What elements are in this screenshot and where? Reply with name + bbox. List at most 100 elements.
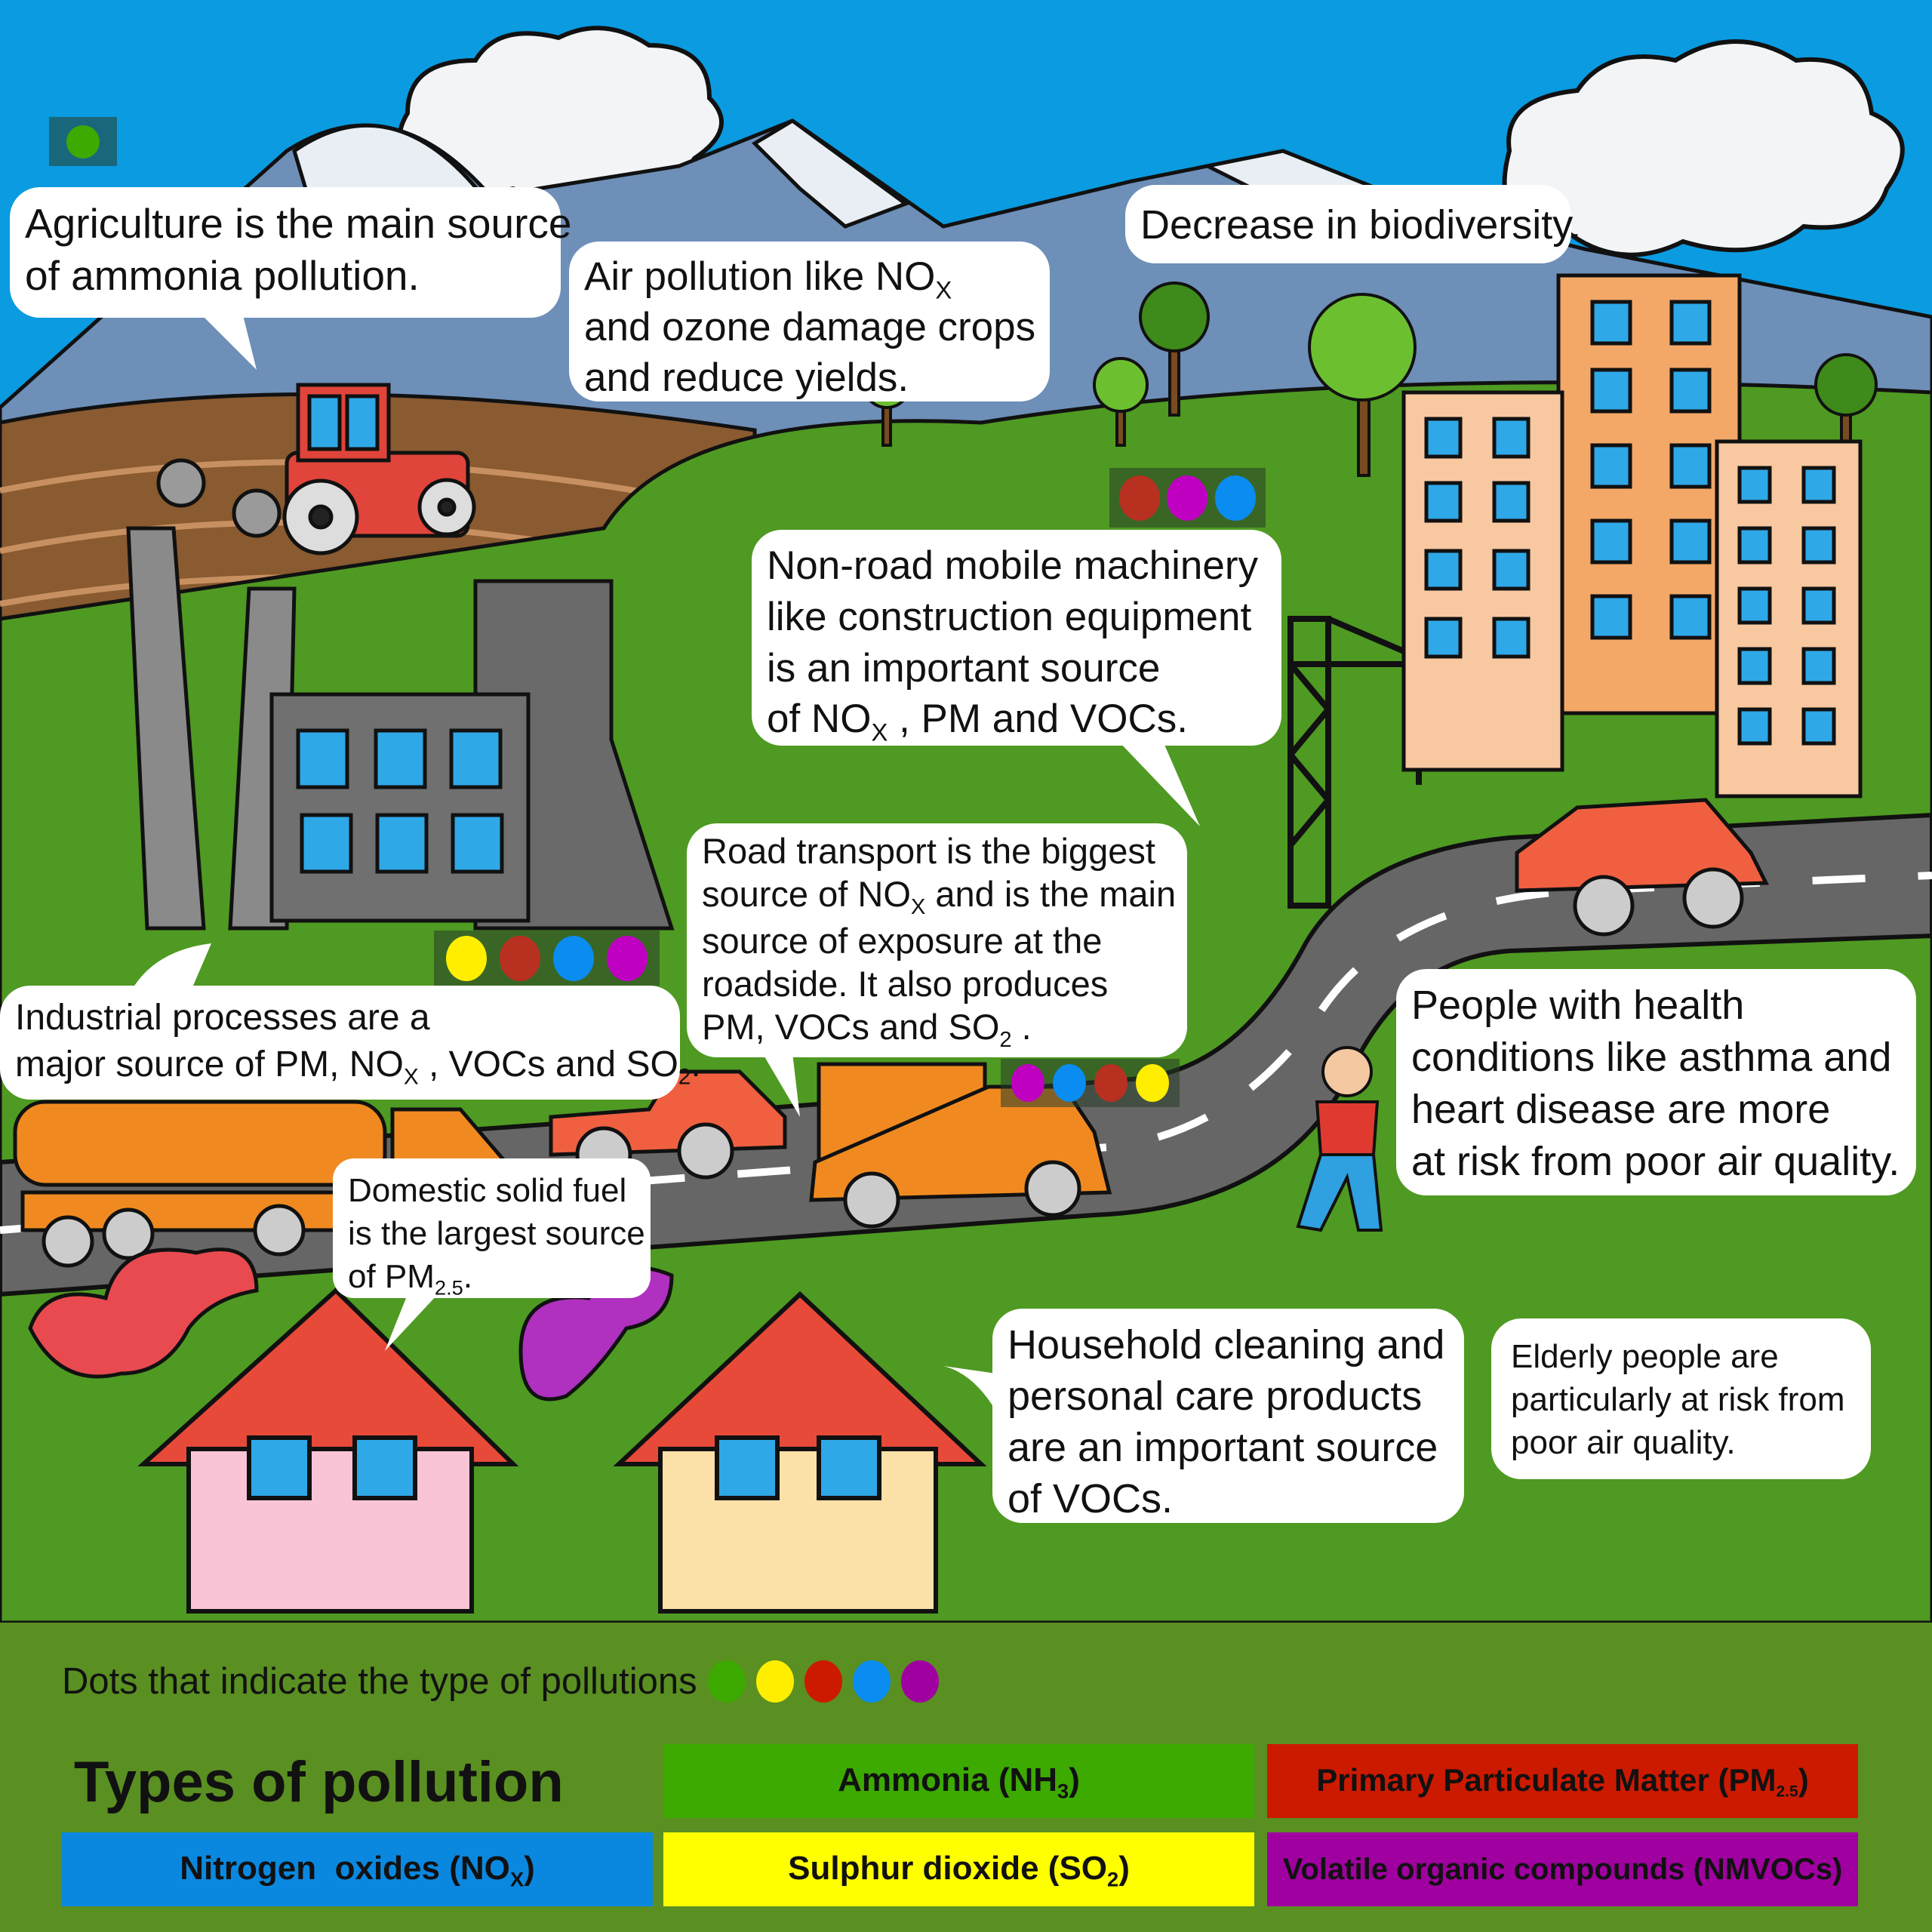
text: Air pollution like NO bbox=[584, 254, 936, 299]
legend-title: Types of pollution bbox=[74, 1750, 564, 1814]
bubble-text-line: Decrease in biodiversity. bbox=[1140, 202, 1582, 248]
text: and is the main bbox=[925, 874, 1177, 915]
text: ) bbox=[1118, 1849, 1130, 1887]
subscript: 2 bbox=[1107, 1867, 1119, 1891]
text: ) bbox=[1798, 1762, 1809, 1798]
pm-dot bbox=[1094, 1064, 1128, 1102]
subscript: 2.5 bbox=[434, 1275, 463, 1300]
so2-dot bbox=[755, 1660, 794, 1703]
subscript: 2.5 bbox=[1776, 1783, 1798, 1801]
bubble-text-line: Road transport is the biggest bbox=[702, 831, 1155, 871]
legend-item-ammonia: Ammonia (NH3) bbox=[663, 1744, 1254, 1818]
speech-bubble-health-conditions: People with health conditions like asthm… bbox=[1396, 969, 1916, 1195]
legend-item-label: Sulphur dioxide (SO2) bbox=[788, 1850, 1130, 1890]
legend-item-label: Primary Particulate Matter (PM2.5) bbox=[1316, 1762, 1808, 1799]
text: . bbox=[691, 1044, 701, 1085]
bubble-text-line: personal care products bbox=[1008, 1374, 1423, 1420]
legend-dots-row: Dots that indicate the type of pollution… bbox=[62, 1660, 939, 1703]
smoke-icon bbox=[28, 1247, 674, 1401]
subscript: X bbox=[403, 1064, 419, 1090]
speech-bubble-biodiversity: Decrease in biodiversity. bbox=[1125, 185, 1582, 263]
legend-item-label: Ammonia (NH3) bbox=[838, 1761, 1080, 1801]
pm-dot bbox=[1118, 475, 1160, 521]
person-icon bbox=[1296, 1046, 1383, 1232]
bubble-text-line: of NOX , PM and VOCs. bbox=[767, 694, 1266, 745]
apartment-buildings bbox=[1401, 273, 1863, 798]
bubble-text-line: is an important source bbox=[767, 645, 1161, 691]
legend-item-label: Nitrogen oxides (NOX) bbox=[180, 1850, 534, 1890]
cloud-icon bbox=[398, 26, 1905, 257]
bubble-text-line: heart disease are more bbox=[1411, 1087, 1831, 1133]
text: , PM and VOCs. bbox=[888, 697, 1188, 742]
text: Primary Particulate Matter (PM bbox=[1316, 1762, 1777, 1798]
legend-dots-label: Dots that indicate the type of pollution… bbox=[62, 1661, 697, 1702]
house-icon bbox=[137, 1287, 987, 1614]
nox-dot bbox=[1052, 1064, 1086, 1102]
bubble-text-line: Domestic solid fuel bbox=[348, 1172, 627, 1209]
voc-dot bbox=[1011, 1064, 1044, 1102]
text: Sulphur dioxide (SO bbox=[788, 1849, 1108, 1887]
subscript: X bbox=[509, 1867, 525, 1891]
so2-dot bbox=[446, 935, 488, 981]
text: PM, VOCs and SO bbox=[702, 1007, 1000, 1048]
bubble-text-line: Household cleaning and bbox=[1008, 1322, 1445, 1367]
subscript: X bbox=[910, 895, 926, 920]
pm-dot bbox=[804, 1660, 842, 1703]
speech-bubble-machinery: Non-road mobile machinery like construct… bbox=[752, 530, 1281, 746]
bubble-text-line: Industrial processes are a bbox=[15, 998, 430, 1038]
bubble-text-line: are an important source bbox=[1008, 1425, 1438, 1471]
text: . bbox=[463, 1258, 473, 1296]
voc-dot bbox=[606, 935, 648, 981]
subscript: 2 bbox=[678, 1064, 691, 1090]
bubble-text-line: major source of PM, NOX , VOCs and SO2. bbox=[15, 1041, 701, 1090]
bubble-text-line: roadside. It also produces bbox=[702, 963, 1109, 1004]
bubble-text-line: of ammonia pollution. bbox=[25, 251, 420, 299]
bubble-text-line: Agriculture is the main source bbox=[25, 200, 572, 247]
pm-dot bbox=[500, 935, 541, 981]
bubble-text-line: conditions like asthma and bbox=[1411, 1035, 1892, 1081]
bubble-text-line: at risk from poor air quality. bbox=[1411, 1139, 1900, 1185]
speech-bubble-household-products: Household cleaning and personal care pro… bbox=[992, 1309, 1464, 1523]
bubble-text-line: of VOCs. bbox=[1008, 1476, 1174, 1522]
speech-bubble-crops: Air pollution like NOX and ozone damage … bbox=[569, 242, 1050, 401]
bubble-text-line: like construction equipment bbox=[767, 594, 1252, 639]
voc-dot bbox=[1167, 475, 1208, 521]
bubble-text-line: of PM2.5. bbox=[348, 1255, 635, 1298]
speech-bubble-tails bbox=[128, 309, 1200, 1411]
tractor-icon bbox=[156, 383, 476, 555]
bubble-text-line: source of NOX and is the main bbox=[702, 872, 1176, 920]
legend-item-voc: Volatile organic compounds (NMVOCs) bbox=[1267, 1832, 1858, 1906]
tree-icon bbox=[863, 281, 1878, 477]
bubble-text-line: poor air quality. bbox=[1511, 1424, 1736, 1462]
speech-bubble-agriculture: Agriculture is the main source of ammoni… bbox=[10, 187, 572, 318]
legend-item-so2: Sulphur dioxide (SO2) bbox=[663, 1832, 1254, 1906]
speech-bubble-elderly: Elderly people are particularly at risk … bbox=[1491, 1318, 1871, 1479]
bubble-text-line: Non-road mobile machinery bbox=[767, 543, 1259, 588]
subscript: 2 bbox=[999, 1028, 1012, 1053]
bubble-text-line: People with health bbox=[1411, 983, 1745, 1028]
voc-dot bbox=[900, 1660, 939, 1703]
subscript: X bbox=[935, 275, 952, 304]
bubble-text-line: Air pollution like NOX bbox=[584, 252, 1035, 303]
nox-dot bbox=[852, 1660, 891, 1703]
text: of NO bbox=[767, 697, 872, 742]
text: of PM bbox=[348, 1258, 435, 1296]
text: Volatile organic compounds (NMVOCs) bbox=[1282, 1852, 1843, 1886]
bubble-text-line: PM, VOCs and SO2 . bbox=[702, 1005, 1172, 1051]
bubble-text-line: source of exposure at the bbox=[702, 920, 1103, 961]
text: Nitrogen oxides (NO bbox=[180, 1849, 510, 1887]
pollution-type-indicator-industrial bbox=[434, 931, 660, 986]
legend-item-pm: Primary Particulate Matter (PM2.5) bbox=[1267, 1744, 1858, 1818]
speech-bubble-domestic-fuel: Domestic solid fuel is the largest sourc… bbox=[333, 1158, 651, 1298]
pollution-type-indicator-road bbox=[1001, 1059, 1180, 1107]
nox-dot bbox=[552, 935, 594, 981]
legend-item-nox: Nitrogen oxides (NOX) bbox=[62, 1832, 653, 1906]
subscript: X bbox=[871, 718, 888, 746]
factory-icon bbox=[126, 526, 675, 931]
text: source of NO bbox=[702, 874, 911, 915]
pollution-type-indicator-machinery bbox=[1109, 468, 1266, 528]
text: , VOCs and SO bbox=[418, 1044, 678, 1085]
bubble-text-line: particularly at risk from bbox=[1511, 1381, 1845, 1419]
text: Ammonia (NH bbox=[838, 1761, 1058, 1798]
pollution-type-indicator-ammonia bbox=[49, 117, 117, 166]
